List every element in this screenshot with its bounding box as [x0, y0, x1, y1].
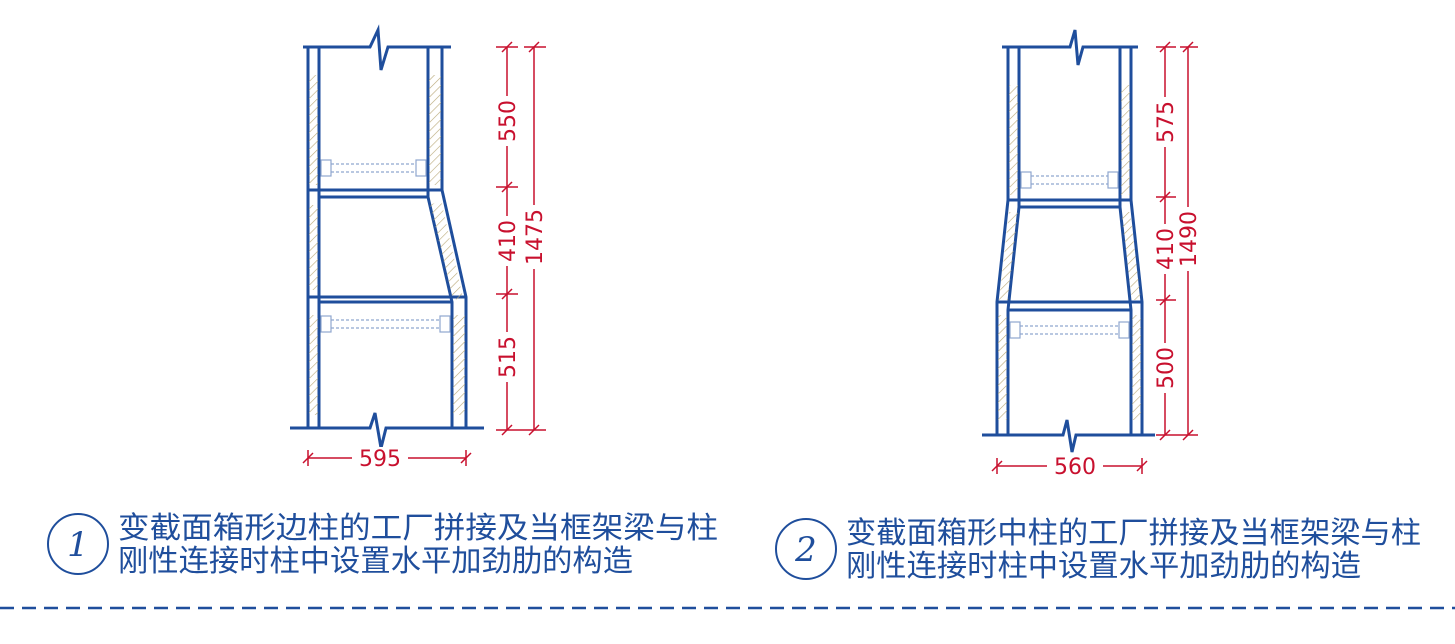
- caption-line1-2: 变截面箱形中柱的工厂拼接及当框架梁与柱: [846, 516, 1421, 551]
- caption-line2-2: 刚性连接时柱中设置水平加劲肋的构造: [846, 549, 1361, 584]
- caption-number-circle-2: [775, 518, 837, 580]
- dim-middle-1: 410: [496, 220, 521, 262]
- top-break-line-1: [303, 24, 451, 71]
- dim-top-1: 550: [496, 100, 521, 142]
- column-1-hatch: [309, 75, 465, 415]
- column-2-hatch: [998, 85, 1141, 420]
- stiffener-2-upper: [1020, 171, 1119, 189]
- dim-top-2: 575: [1154, 101, 1179, 143]
- dim-width-2: 560: [1054, 455, 1096, 480]
- caption-number-circle-1: [47, 513, 109, 575]
- caption-number-2: 2: [794, 530, 817, 570]
- stiffener-2-lower: [1009, 321, 1130, 339]
- caption-number-1: 1: [67, 525, 89, 565]
- dim-total-2: 1490: [1177, 211, 1202, 267]
- diagram-1: 550 410 515 1475 595 1 变截面箱形边柱的工厂拼接及当框架梁…: [47, 24, 718, 579]
- stiffener-1-lower: [320, 315, 451, 333]
- caption-line1-1: 变截面箱形边柱的工厂拼接及当框架梁与柱: [118, 511, 718, 546]
- bottom-break-line-1: [290, 412, 484, 449]
- dim-bottom-1: 515: [496, 336, 521, 378]
- dim-total-1: 1475: [523, 209, 548, 265]
- diagram-2: 575 410 500 1490 560 2 变截面箱形中柱的工厂拼接及当框架梁…: [775, 29, 1421, 584]
- dim-bottom-2: 500: [1154, 347, 1179, 389]
- dim-middle-2: 410: [1154, 228, 1179, 270]
- dim-width-1: 595: [359, 447, 401, 472]
- stiffener-1-upper: [320, 159, 427, 177]
- caption-line2-1: 刚性连接时柱中设置水平加劲肋的构造: [118, 544, 633, 579]
- bottom-break-line-2: [982, 419, 1155, 453]
- dimension-labels-2: 575 410 500 1490 560: [1047, 97, 1202, 480]
- caption-2: 2 变截面箱形中柱的工厂拼接及当框架梁与柱 刚性连接时柱中设置水平加劲肋的构造: [775, 516, 1421, 584]
- top-break-line-2: [1002, 29, 1138, 66]
- column-2-structure: [982, 29, 1155, 453]
- caption-1: 1 变截面箱形边柱的工厂拼接及当框架梁与柱 刚性连接时柱中设置水平加劲肋的构造: [47, 511, 718, 579]
- dimension-labels-1: 550 410 515 1475 595: [352, 96, 548, 472]
- column-1-structure: [290, 24, 484, 449]
